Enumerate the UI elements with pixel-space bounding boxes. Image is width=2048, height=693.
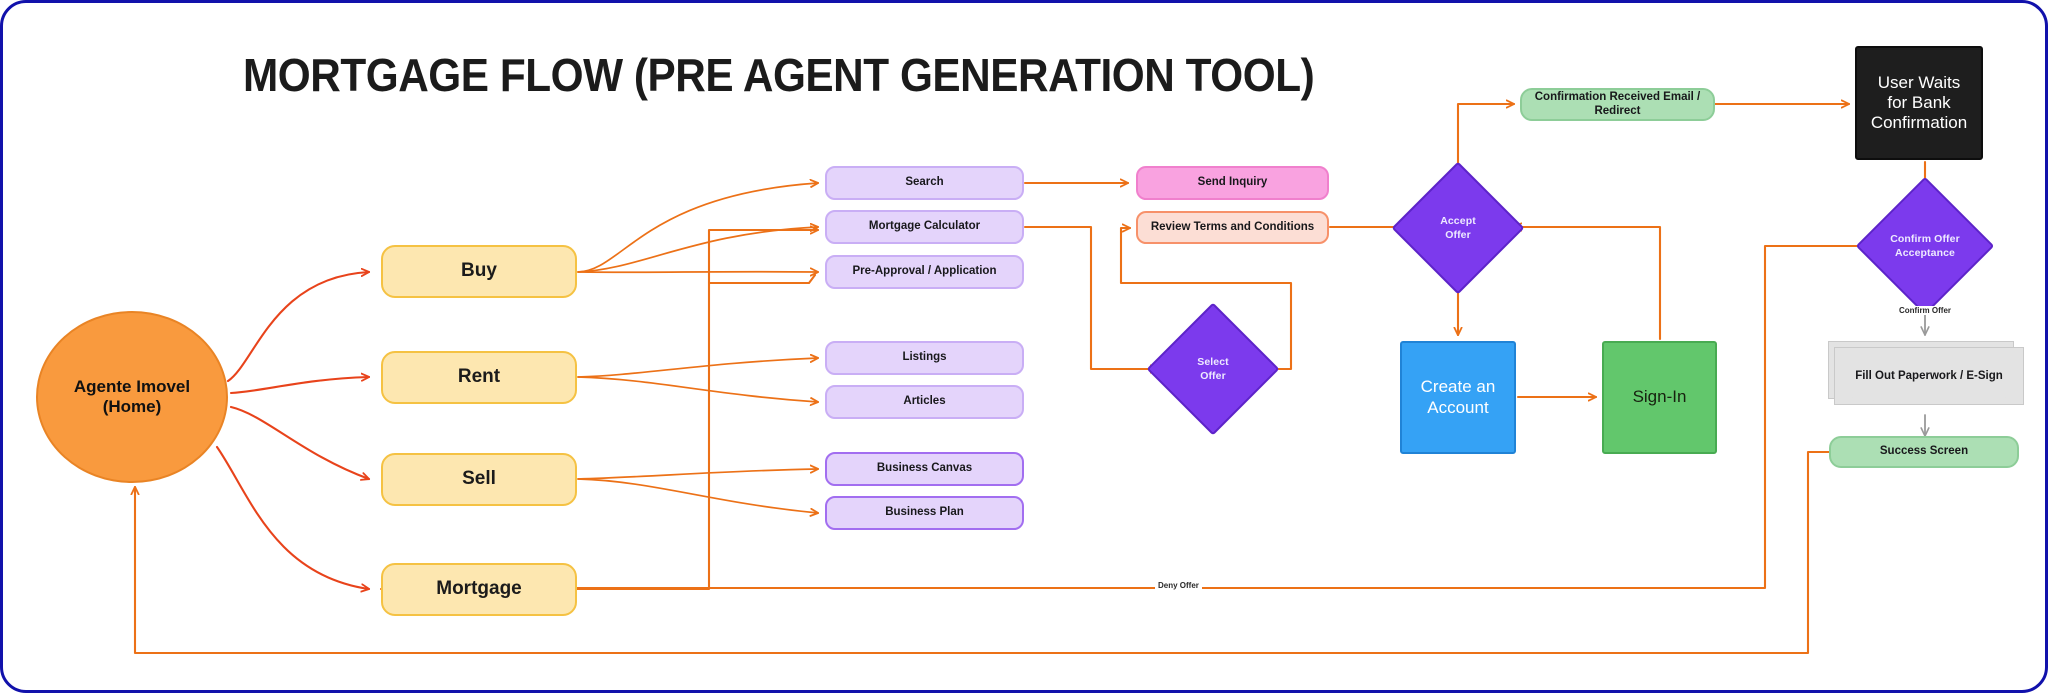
category-label: Buy — [461, 260, 497, 282]
edge-label-deny-offer: Deny Offer — [1155, 581, 1202, 590]
user-waits-line3: Confirmation — [1870, 113, 1968, 133]
home-label-line2: (Home) — [102, 397, 162, 416]
user-waits-line2: for Bank — [1887, 92, 1951, 112]
category-label: Rent — [457, 366, 501, 388]
sign-in-label: Sign-In — [1632, 387, 1687, 407]
accept-offer-line2: Offer — [1445, 229, 1471, 241]
category-label: Mortgage — [436, 578, 522, 600]
node-subpage-pre-approval[interactable]: Pre-Approval / Application — [825, 255, 1024, 289]
node-select-offer[interactable]: Select Offer — [1146, 302, 1280, 436]
select-offer-line1: Select — [1197, 355, 1229, 368]
subpage-label: Articles — [903, 395, 946, 408]
node-user-waits-bank[interactable]: User Waits for Bank Confirmation — [1855, 46, 1983, 160]
subpage-label: Business Plan — [885, 506, 964, 519]
subpage-label: Pre-Approval / Application — [852, 265, 997, 278]
node-confirmation-email[interactable]: Confirmation Received Email / Redirect — [1520, 88, 1715, 121]
select-offer-label: Select Offer — [1166, 322, 1260, 416]
node-category-buy[interactable]: Buy — [381, 245, 577, 298]
edge-layer — [3, 3, 1930, 655]
node-category-mortgage[interactable]: Mortgage — [381, 563, 577, 616]
category-label: Sell — [462, 468, 496, 490]
node-category-rent[interactable]: Rent — [381, 351, 577, 404]
subpage-label: Business Canvas — [876, 462, 973, 475]
edge-label-confirm-offer: Confirm Offer — [1896, 306, 1954, 315]
diagram-canvas: MORTGAGE FLOW (PRE AGENT GENERATION TOOL… — [3, 3, 2045, 690]
success-screen-label: Success Screen — [1879, 445, 1969, 458]
node-accept-offer[interactable]: Accept Offer — [1391, 161, 1525, 295]
confirmation-email-label: Confirmation Received Email / Redirect — [1534, 90, 1701, 117]
subpage-label: Listings — [902, 351, 947, 364]
node-send-inquiry[interactable]: Send Inquiry — [1136, 166, 1329, 200]
send-inquiry-label: Send Inquiry — [1197, 176, 1268, 189]
node-success-screen[interactable]: Success Screen — [1829, 436, 2019, 468]
confirm-acceptance-line1: Confirm Offer — [1890, 232, 1960, 245]
accept-offer-label: Accept Offer — [1411, 181, 1505, 275]
node-category-sell[interactable]: Sell — [381, 453, 577, 506]
review-terms-label: Review Terms and Conditions — [1150, 220, 1315, 233]
accept-offer-line1: Accept — [1440, 214, 1476, 227]
user-waits-line1: User Waits — [1877, 72, 1961, 92]
page-title: MORTGAGE FLOW (PRE AGENT GENERATION TOOL… — [243, 49, 1315, 101]
home-label-line1: Agente Imovel — [73, 376, 191, 396]
node-review-terms[interactable]: Review Terms and Conditions — [1136, 211, 1329, 244]
node-subpage-search[interactable]: Search — [825, 166, 1024, 200]
node-home[interactable]: Agente Imovel (Home) — [36, 311, 228, 483]
create-account-line2: Account — [1427, 397, 1489, 417]
node-subpage-business-canvas[interactable]: Business Canvas — [825, 452, 1024, 486]
subpage-label: Search — [905, 176, 944, 189]
node-subpage-listings[interactable]: Listings — [825, 341, 1024, 375]
subpage-label: Mortgage Calculator — [868, 220, 981, 233]
node-confirm-offer-acceptance[interactable]: Confirm Offer Acceptance — [1855, 176, 1995, 316]
node-subpage-business-plan[interactable]: Business Plan — [825, 496, 1024, 530]
node-create-account[interactable]: Create an Account — [1400, 341, 1516, 454]
paper-wavy-edge — [1834, 389, 2024, 411]
create-account-line1: Create an — [1420, 377, 1496, 397]
node-subpage-articles[interactable]: Articles — [825, 385, 1024, 419]
paperwork-label: Fill Out Paperwork / E-Sign — [1855, 370, 2003, 382]
node-subpage-mortgage-calculator[interactable]: Mortgage Calculator — [825, 210, 1024, 244]
confirm-offer-acceptance-label: Confirm Offer Acceptance — [1876, 197, 1974, 295]
node-sign-in[interactable]: Sign-In — [1602, 341, 1717, 454]
confirm-acceptance-line2: Acceptance — [1895, 247, 1955, 259]
node-paperwork-esign[interactable]: Fill Out Paperwork / E-Sign — [1828, 341, 2024, 411]
select-offer-line2: Offer — [1200, 370, 1226, 382]
